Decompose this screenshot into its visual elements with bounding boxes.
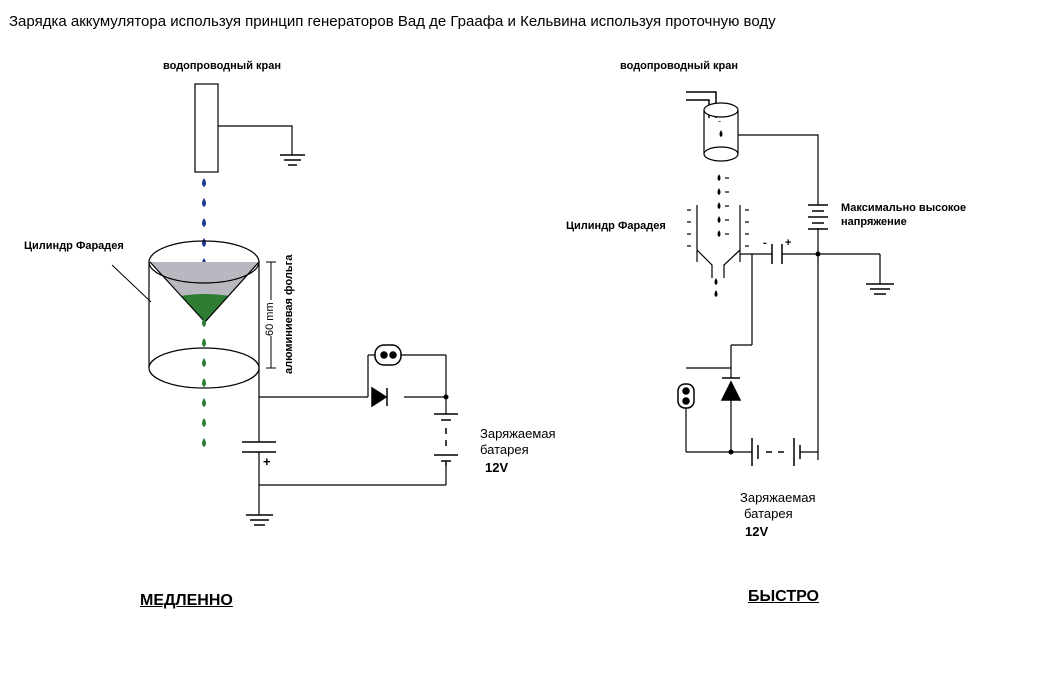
fast-lamp-icon [677,383,695,409]
fast-faraday-cylinder [696,205,741,278]
fast-minus-marks [687,177,749,247]
fast-source-label-2: напряжение [841,216,907,228]
slow-lamp-icon [374,344,402,366]
slow-dimension-line [266,261,276,369]
slow-plus-sign: + [263,454,271,469]
fast-source-label-1: Максимально высокое [841,202,967,214]
fast-high-voltage-source-icon [808,204,828,230]
slow-dimension-label: 60 mm [264,302,276,336]
slow-diode-icon [371,386,388,408]
fast-battery-label-1: Заряжаемая [740,490,816,505]
slow-ground-icon [246,514,273,526]
fast-capacitor [771,244,783,264]
fast-drops-icon [714,174,721,297]
fast-battery-icon [751,438,801,466]
slow-battery-label-1: Заряжаемая [480,426,556,441]
fast-plus-sign: + [785,237,792,249]
fast-mode-label: БЫСТРО [748,588,819,605]
slow-foil-label: алюминиевая фольга [283,254,295,374]
fast-minus-sign: - [763,237,767,249]
fast-battery-voltage: 12V [745,524,769,539]
slow-battery-label-2: батарея [480,442,529,457]
fast-cylinder-label: Цилиндр Фарадея [566,220,666,232]
slow-faraday-cylinder [148,240,260,389]
slow-tap-ground-icon [280,154,305,166]
slow-circuit-wires [258,354,447,515]
fast-battery-label-2: батарея [744,506,793,521]
slow-tap-pipe [194,83,219,173]
slow-battery-voltage: 12V [485,460,509,475]
slow-tap-label: водопроводный кран [163,60,281,72]
slow-cylinder-label: Цилиндр Фарадея [24,240,124,252]
fast-tap-label: водопроводный кран [620,60,738,72]
slow-mode-label: МЕДЛЕННО [140,592,233,609]
slow-battery-icon [434,413,458,466]
slow-drops-green-icon [202,318,206,447]
fast-circuit-wires [685,228,881,460]
fast-container [703,102,739,162]
page-title: Зарядка аккумулятора используя принцип г… [9,13,776,30]
svg-text:-: - [718,116,721,126]
slow-capacitor [242,441,276,453]
fast-diode-icon [720,377,742,401]
fast-ground-icon [866,283,894,295]
